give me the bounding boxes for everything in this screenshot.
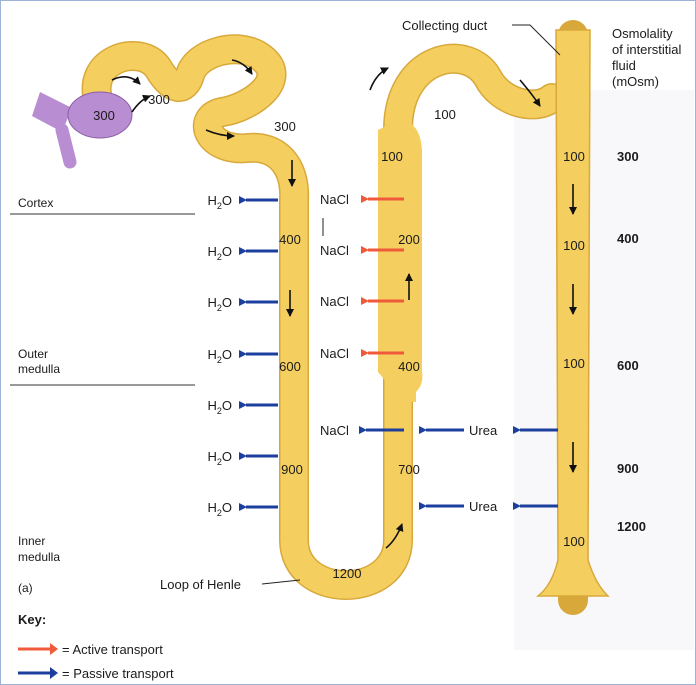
tubule-value: 900 bbox=[281, 462, 303, 477]
nacl-label: NaCl bbox=[320, 423, 349, 438]
tubule-value: 100 bbox=[563, 149, 585, 164]
tubule-value: 400 bbox=[398, 359, 420, 374]
tubule-value: 100 bbox=[381, 149, 403, 164]
legend-active-label: = Active transport bbox=[62, 642, 163, 657]
tubule-value: 700 bbox=[398, 462, 420, 477]
urea-label: Urea bbox=[469, 423, 498, 438]
nacl-label: NaCl bbox=[320, 346, 349, 361]
loop-of-henle-label: Loop of Henle bbox=[160, 577, 241, 592]
inner-medulla-label: Inner bbox=[18, 534, 45, 548]
cortex-label: Cortex bbox=[18, 196, 53, 210]
legend-title: Key: bbox=[18, 612, 46, 627]
interstitial-value: 300 bbox=[617, 149, 639, 164]
tubule-value: 100 bbox=[563, 534, 585, 549]
inner-medulla-label: medulla bbox=[18, 550, 60, 564]
outer-medulla-label: medulla bbox=[18, 362, 60, 376]
tubule-value: 100 bbox=[434, 107, 456, 122]
tubule-value: 300 bbox=[148, 92, 170, 107]
tubule-value: 300 bbox=[93, 108, 115, 123]
osmolality-label: of interstitial bbox=[612, 42, 681, 57]
urea-label: Urea bbox=[469, 499, 498, 514]
outer-medulla-label: Outer bbox=[18, 347, 48, 361]
panel-label: (a) bbox=[18, 581, 33, 595]
nacl-label: NaCl bbox=[320, 243, 349, 258]
interstitial-panel bbox=[514, 90, 694, 650]
interstitial-value: 900 bbox=[617, 461, 639, 476]
osmolality-label: Osmolality bbox=[612, 26, 673, 41]
tubule-value: 200 bbox=[398, 232, 420, 247]
interstitial-value: 400 bbox=[617, 231, 639, 246]
legend-passive-label: = Passive transport bbox=[62, 666, 174, 681]
nacl-label: NaCl bbox=[320, 294, 349, 309]
osmolality-label: fluid bbox=[612, 58, 636, 73]
tubule-value: 100 bbox=[563, 238, 585, 253]
nacl-label: NaCl bbox=[320, 192, 349, 207]
tubule-value: 1200 bbox=[333, 566, 362, 581]
tubule-value: 100 bbox=[563, 356, 585, 371]
collecting-duct-label: Collecting duct bbox=[402, 18, 488, 33]
osmolality-label: (mOsm) bbox=[612, 74, 659, 89]
efferent-arteriole bbox=[62, 130, 70, 162]
interstitial-value: 1200 bbox=[617, 519, 646, 534]
interstitial-value: 600 bbox=[617, 358, 639, 373]
tubule-value: 400 bbox=[279, 232, 301, 247]
tubule-value: 600 bbox=[279, 359, 301, 374]
tubule-value: 300 bbox=[274, 119, 296, 134]
